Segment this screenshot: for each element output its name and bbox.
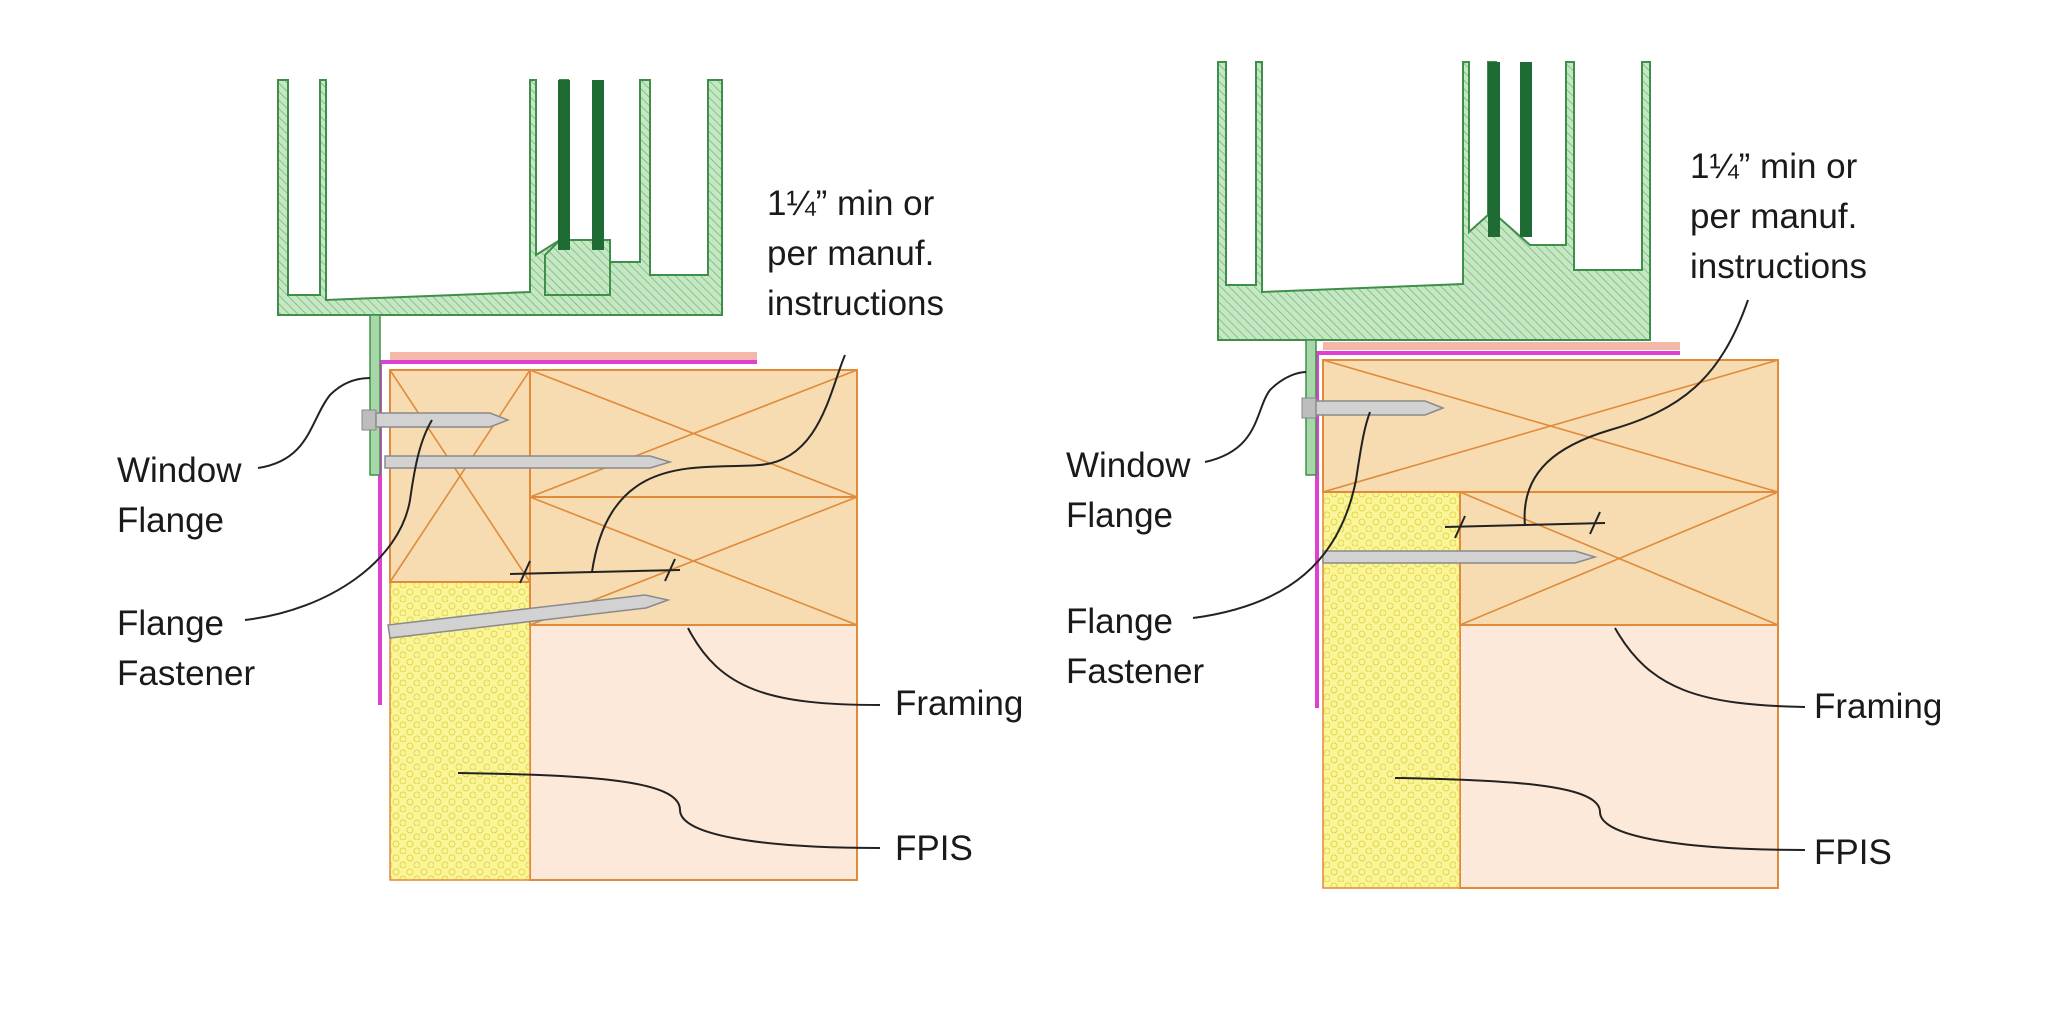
flange-fastener-label-line-2: Fastener — [117, 654, 255, 693]
weather-resistive-barrier — [1315, 351, 1680, 708]
fpis-leader — [457, 772, 881, 849]
framing-nail — [384, 455, 673, 469]
wood-sill-plate-top — [1322, 359, 1779, 493]
dimension-label-line-1: 1¼” min or — [767, 184, 935, 223]
dimension-label-line-2: per manuf. — [1690, 197, 1857, 236]
window-flange — [369, 314, 381, 476]
flange-fastener-label-line-1: Flange — [1066, 602, 1173, 641]
glass-pane — [592, 80, 604, 250]
flange-fastener-nail — [1301, 397, 1446, 419]
glass-pane — [558, 80, 570, 250]
window-flange-label-line-1: Window — [1066, 446, 1191, 485]
fpis-label: FPIS — [1814, 833, 1892, 872]
dimension-label-line-1: 1¼” min or — [1690, 147, 1858, 186]
flange-fastener-nail — [361, 409, 511, 431]
glass-pane — [1520, 62, 1532, 237]
dimension-label-line-3: instructions — [1690, 247, 1867, 286]
flange-fastener-label-line-2: Fastener — [1066, 652, 1204, 691]
flange-fastener-leader — [1192, 411, 1371, 619]
dimension-leader — [1523, 299, 1749, 527]
framing-leader — [1614, 627, 1806, 708]
flange-fastener-label-line-1: Flange — [117, 604, 224, 643]
glass-pane — [1488, 62, 1500, 237]
fpis-leader — [1394, 777, 1806, 851]
framing-label: Framing — [895, 684, 1023, 723]
framing-label: Framing — [1814, 687, 1942, 726]
window-flange-label-line-1: Window — [117, 451, 242, 490]
window-flange-label-line-2: Flange — [1066, 496, 1173, 535]
dimension-label-line-2: per manuf. — [767, 234, 934, 273]
window-frame — [277, 79, 723, 476]
dimension-line — [509, 558, 681, 584]
left-detail: 1¼” min or per manuf. instructions Windo… — [117, 79, 1023, 881]
framing-nail-angled — [387, 594, 671, 639]
window-flange-leader — [1204, 371, 1307, 463]
dimension-leader — [591, 354, 846, 573]
right-detail: 1¼” min or per manuf. instructions Windo… — [1066, 61, 1942, 889]
framing-nail — [1322, 550, 1598, 564]
wood-sill-plate-top — [529, 369, 858, 498]
window-flange-leader — [257, 377, 371, 469]
window-flange-label-line-2: Flange — [117, 501, 224, 540]
fpis-label: FPIS — [895, 829, 973, 868]
dimension-label-line-3: instructions — [767, 284, 944, 323]
flange-fastener-leader — [244, 419, 433, 621]
wood-blocking-left — [389, 369, 531, 583]
framing-leader — [687, 627, 881, 706]
